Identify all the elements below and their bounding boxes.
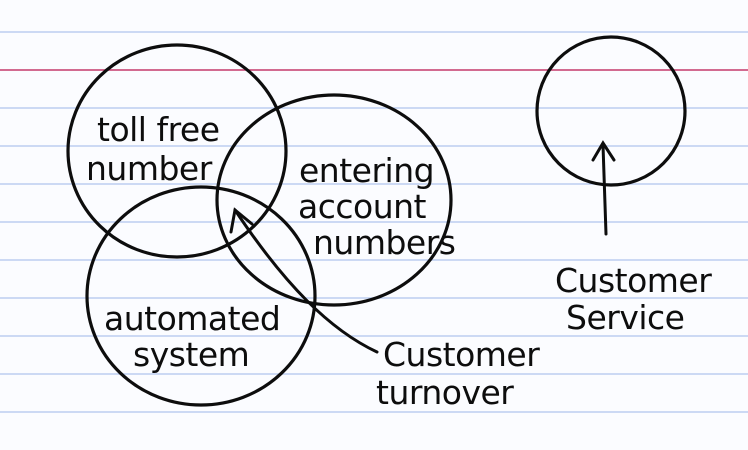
customer-turnover-arrow: [229, 207, 379, 354]
label-turnover-line-1: Customer: [383, 335, 540, 374]
label-turnover-line-2: turnover: [376, 373, 514, 412]
label-entering-line-1: entering: [299, 151, 434, 190]
ruled-lines: [0, 31, 748, 413]
arrow-shaft: [601, 143, 608, 236]
arrow-head: [229, 207, 254, 234]
label-entering-line-3: numbers: [313, 223, 456, 262]
toll-free-number-circle: [66, 43, 288, 259]
label-automated-line-1: automated: [104, 299, 280, 338]
entering-account-numbers-circle: [215, 93, 453, 307]
arrow-shaft: [233, 208, 379, 354]
customer-service-circle: [535, 35, 687, 187]
labels: toll free number entering account number…: [86, 110, 713, 412]
label-toll-free-line-1: toll free: [97, 110, 220, 149]
label-toll-free-line-2: number: [86, 149, 213, 188]
customer-service-arrow: [591, 140, 616, 236]
label-entering-line-2: account: [298, 187, 427, 226]
label-automated-line-2: system: [133, 335, 249, 374]
label-service-line-1: Customer: [555, 261, 712, 300]
arrow-head: [591, 140, 616, 162]
venn-diagram: [66, 43, 453, 407]
label-service-line-2: Service: [566, 298, 684, 337]
automated-system-circle: [85, 185, 317, 407]
